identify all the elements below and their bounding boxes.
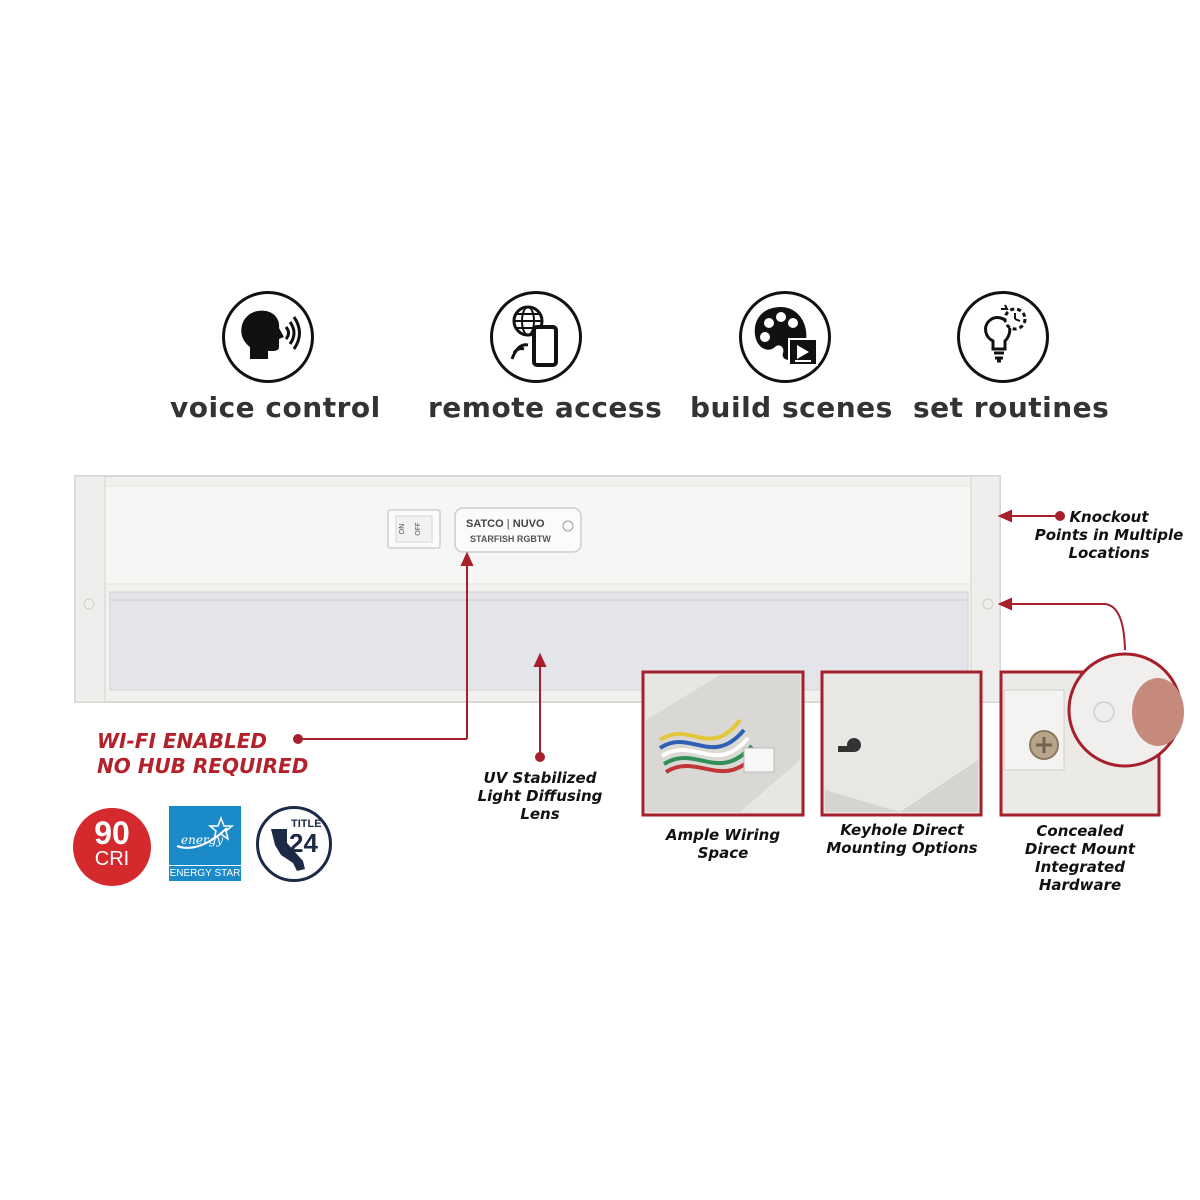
feature-label: build scenes xyxy=(690,391,893,424)
wiring-space-photo xyxy=(641,670,805,817)
switch-off-label: OFF xyxy=(414,522,422,536)
set-routines-icon xyxy=(957,291,1049,383)
feature-label: voice control xyxy=(170,391,381,424)
svg-text:energy: energy xyxy=(181,833,223,847)
feature-set-routines: set routines xyxy=(913,291,1110,424)
california-icon xyxy=(271,829,305,871)
title24-badge: TITLE 24 xyxy=(256,806,332,882)
voice-control-icon xyxy=(221,291,314,383)
knockout-callout-text: Knockout Points in Multiple Locations xyxy=(1034,508,1184,562)
remote-access-icon xyxy=(489,291,582,383)
left-end-cap xyxy=(74,475,106,703)
mounting-hole-left xyxy=(83,598,95,610)
right-end-cap xyxy=(970,475,1001,703)
keyhole-mounting-photo xyxy=(820,670,983,817)
cri-badge: 90 CRI xyxy=(73,808,151,886)
feature-remote-access: remote access xyxy=(428,291,663,424)
wifi-module xyxy=(454,507,582,553)
keyhole-callout-text: Keyhole Direct Mounting Options xyxy=(826,821,978,857)
wifi-indicator-icon xyxy=(562,520,574,532)
feature-build-scenes: build scenes xyxy=(690,291,893,424)
build-scenes-icon xyxy=(739,291,831,383)
mounting-hole-right xyxy=(982,598,994,610)
model-label: STARFISH RGBTW xyxy=(470,534,551,544)
energy-star-icon: energy xyxy=(176,815,235,849)
feature-label: remote access xyxy=(428,391,663,424)
wiring-callout-text: Ample Wiring Space xyxy=(665,826,781,862)
feature-label: set routines xyxy=(913,391,1110,424)
lens-callout-text: UV Stabilized Light Diffusing Lens xyxy=(477,769,603,823)
wifi-enabled-callout: WI-FI ENABLED NO HUB REQUIRED xyxy=(97,729,309,778)
switch-on-label: ON xyxy=(398,524,406,535)
feature-voice-control: voice control xyxy=(170,291,381,424)
energy-star-label: ENERGY STAR xyxy=(169,865,241,881)
energy-star-badge: energy ENERGY STAR xyxy=(169,806,241,881)
brand-logo: SATCO|NUVO xyxy=(466,518,545,530)
concealed-hardware-photo xyxy=(999,652,1184,817)
concealed-callout-text: Concealed Direct Mount Integrated Hardwa… xyxy=(1024,822,1136,894)
